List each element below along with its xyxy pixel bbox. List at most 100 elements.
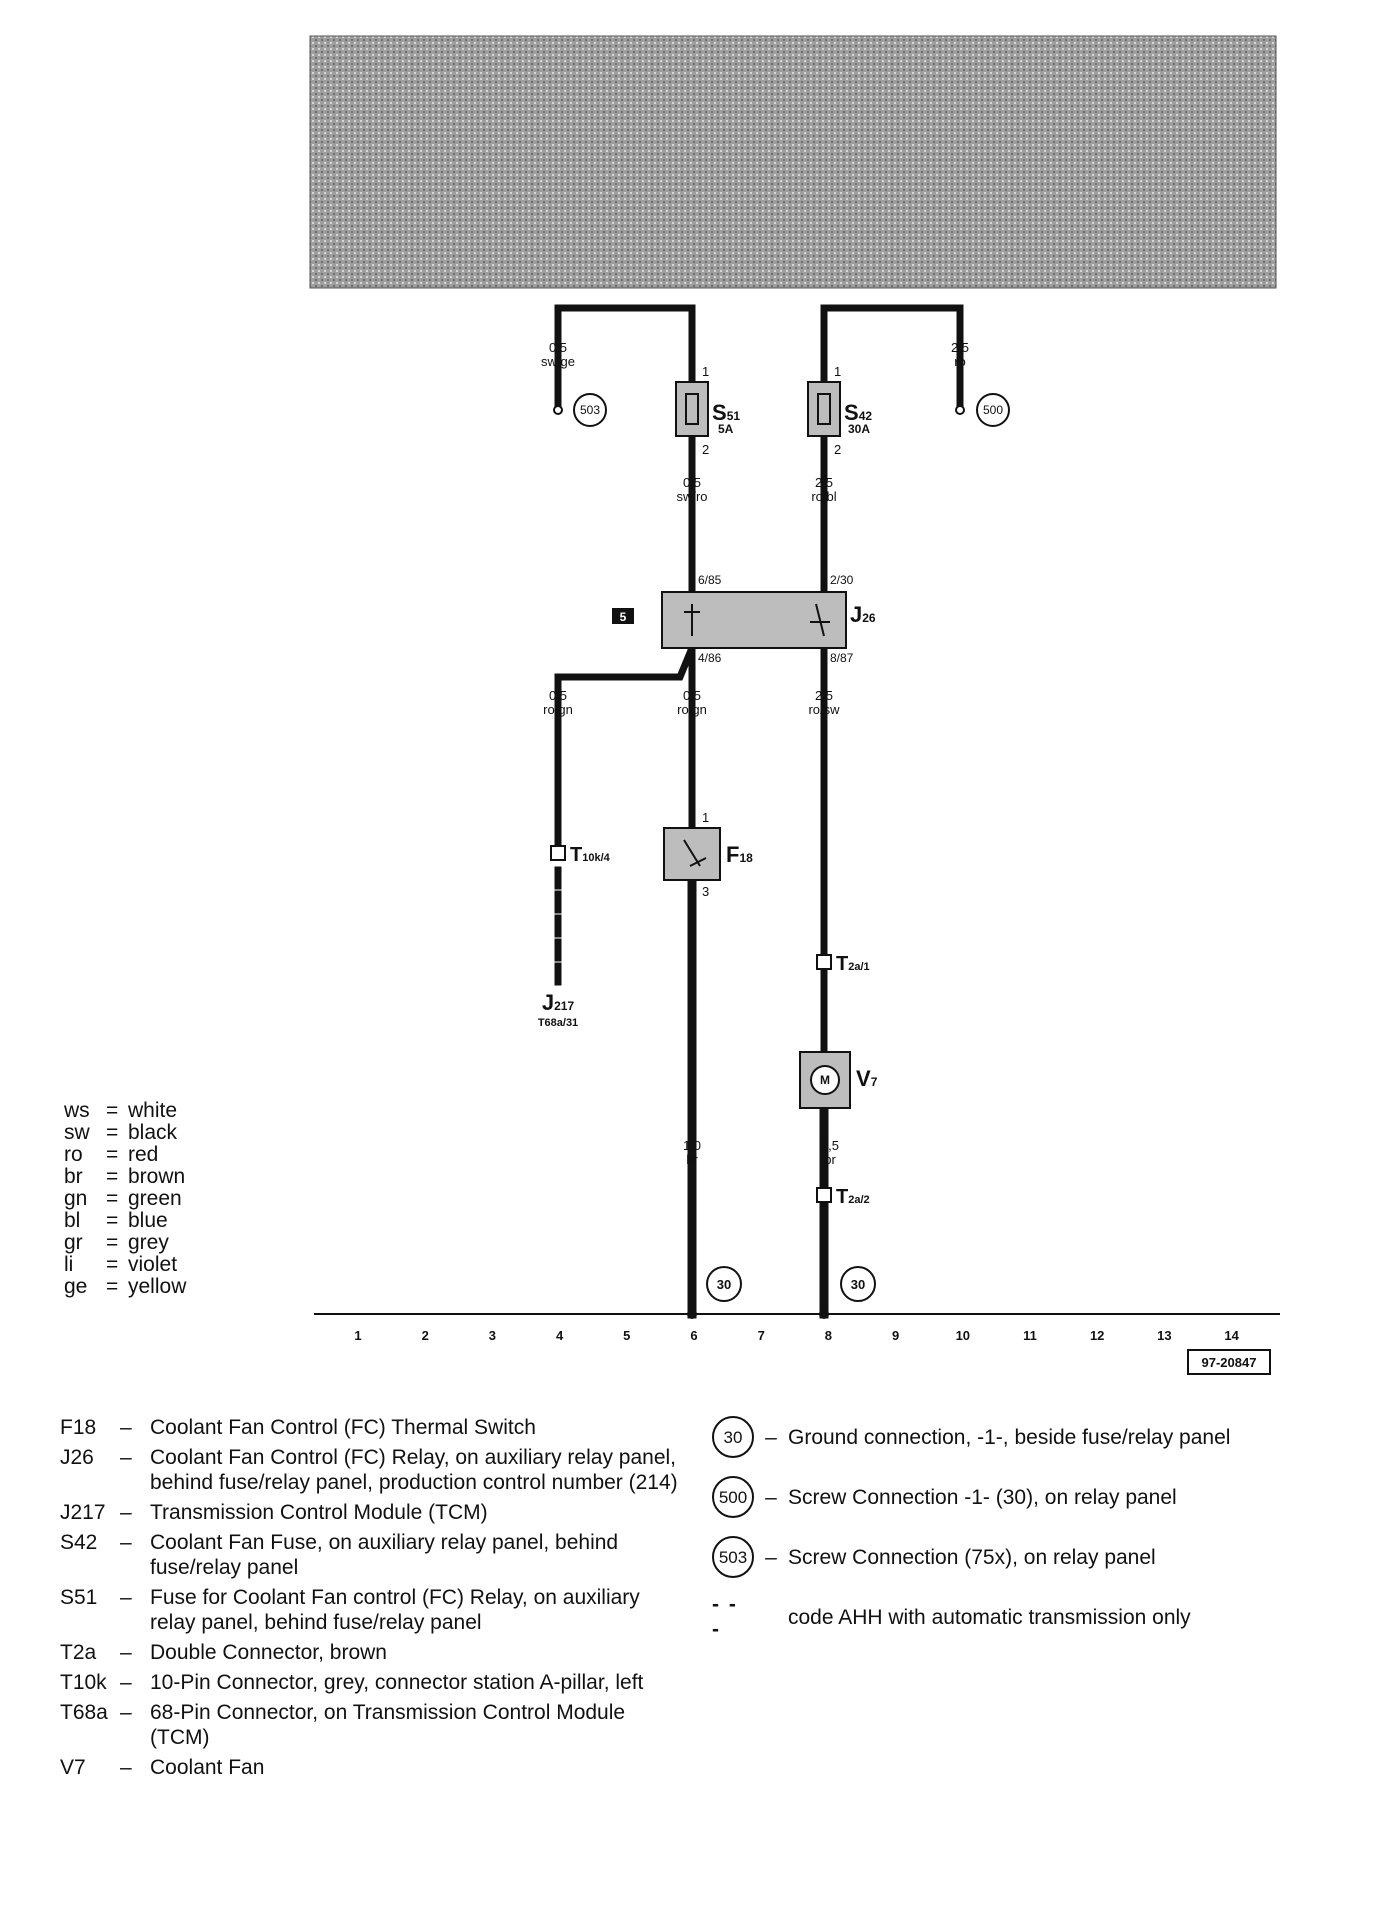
part-row: J217–Transmission Control Module (TCM) — [60, 1500, 680, 1525]
part-desc: 68-Pin Connector, on Transmission Contro… — [150, 1701, 626, 1749]
dashed-note-desc: code AHH with automatic transmission onl… — [788, 1605, 1191, 1629]
legend-dash: – — [120, 1501, 132, 1524]
part-desc: Double Connector, brown — [150, 1641, 387, 1664]
connection-503-badge — [573, 393, 607, 427]
ground-badge-left — [706, 1266, 742, 1302]
connection-badge: 30 — [712, 1416, 754, 1458]
w5-gauge: 0,5 — [549, 688, 567, 703]
symbol-desc: Screw Connection (75x), on relay panel — [788, 1545, 1156, 1569]
ground-node-right — [819, 1309, 829, 1319]
legend-dash: – — [765, 1485, 777, 1509]
equals-sign: = — [106, 1253, 119, 1276]
symbol-row: 500–Screw Connection -1- (30), on relay … — [712, 1472, 1352, 1522]
track-number: 14 — [1224, 1328, 1239, 1343]
reference-box — [1187, 1349, 1271, 1375]
part-desc: Coolant Fan Control (FC) Thermal Switch — [150, 1416, 536, 1439]
s51-rating: 5A — [718, 422, 734, 436]
legend-dash: – — [120, 1446, 132, 1469]
w6-gauge: 0,5 — [683, 688, 701, 703]
fuse-s51 — [675, 381, 709, 437]
relay-j26 — [661, 591, 847, 649]
color-code: bl — [64, 1209, 81, 1232]
legend-dash: – — [765, 1545, 777, 1569]
equals-sign: = — [106, 1275, 119, 1298]
s42-pin-bottom: 2 — [834, 442, 841, 457]
equals-sign: = — [106, 1099, 119, 1122]
legend-dash: – — [120, 1416, 132, 1439]
track-number: 2 — [422, 1328, 429, 1343]
w5-color: ro/gn — [543, 702, 573, 717]
part-row: F18–Coolant Fan Control (FC) Thermal Swi… — [60, 1415, 680, 1440]
connection-badge: 500 — [712, 1476, 754, 1518]
connection-badge: 503 — [712, 1536, 754, 1578]
coolant-fan-v7-motor — [810, 1065, 840, 1095]
relay-j26-contact — [810, 603, 830, 637]
t2a2-label: T2a/2 — [836, 1186, 870, 1208]
j217-label: J217 — [542, 990, 575, 1015]
terminal-500-end — [955, 405, 965, 415]
color-code-row: ge=yellow — [64, 1276, 186, 1298]
track-number: 9 — [892, 1328, 899, 1343]
s51-pin-bottom: 2 — [702, 442, 709, 457]
w9-gauge: 2,5 — [821, 1138, 839, 1153]
symbol-desc: Ground connection, -1-, beside fuse/rela… — [788, 1425, 1231, 1449]
s42-rating: 30A — [848, 422, 870, 436]
color-code-row: li=violet — [64, 1254, 186, 1276]
w2-color: ro — [954, 354, 966, 369]
t10k4-label: T10k/4 — [570, 844, 611, 866]
symbols-legend: 30–Ground connection, -1-, beside fuse/r… — [712, 1412, 1352, 1652]
connector-t2a2 — [816, 1187, 832, 1203]
connection-500-label: 500 — [983, 403, 1003, 417]
equals-sign: = — [106, 1231, 119, 1254]
fuse-s42-element — [817, 393, 831, 425]
j217-pin: T68a/31 — [538, 1017, 578, 1029]
w8-gauge: 1,0 — [683, 1138, 701, 1153]
w9-color: br — [824, 1152, 836, 1167]
color-name: yellow — [128, 1275, 187, 1298]
color-code: ro — [64, 1143, 83, 1166]
relay-j26-coil — [684, 604, 700, 636]
color-name: black — [128, 1121, 178, 1144]
part-code: S42 — [60, 1531, 98, 1554]
equals-sign: = — [106, 1121, 119, 1144]
track-number: 4 — [556, 1328, 564, 1343]
track-number: 13 — [1157, 1328, 1171, 1343]
thermal-switch-f18-symbol — [683, 839, 707, 867]
j26-label: J26 — [850, 602, 876, 627]
ground-node-left — [687, 1309, 697, 1319]
track-number: 7 — [758, 1328, 765, 1343]
legend-dash: – — [765, 1425, 777, 1449]
symbols-rows: 30–Ground connection, -1-, beside fuse/r… — [712, 1412, 1352, 1582]
w7-gauge: 2,5 — [815, 688, 833, 703]
color-name: grey — [128, 1231, 169, 1254]
legend-dash: – — [120, 1586, 132, 1609]
s42-label: S42 — [844, 400, 872, 425]
f18-pin-top: 1 — [702, 810, 709, 825]
part-code: T2a — [60, 1641, 97, 1664]
track-number: 11 — [1023, 1328, 1037, 1343]
w3-color: sw/ro — [676, 489, 707, 504]
fuse-relay-panel — [309, 35, 1277, 289]
color-code: ws — [64, 1099, 90, 1122]
f18-label: F18 — [726, 842, 753, 867]
equals-sign: = — [106, 1143, 119, 1166]
color-name: brown — [128, 1165, 186, 1188]
color-code: sw — [64, 1121, 90, 1144]
part-code: J217 — [60, 1501, 106, 1524]
connection-500-badge — [976, 393, 1010, 427]
dashed-line-symbol: - - - — [712, 1593, 738, 1641]
part-desc: Fuse for Coolant Fan control (FC) Relay,… — [150, 1586, 640, 1634]
part-code: J26 — [60, 1446, 94, 1469]
f18-pin-bottom: 3 — [702, 884, 709, 899]
color-code-row: ro=red — [64, 1144, 186, 1166]
color-name: green — [128, 1187, 182, 1210]
track-number: 6 — [690, 1328, 697, 1343]
color-name: white — [128, 1099, 178, 1122]
part-desc: Coolant Fan Control (FC) Relay, on auxil… — [150, 1446, 678, 1494]
coolant-fan-v7-symbol: M — [820, 1073, 830, 1087]
track-number: 1 — [354, 1328, 361, 1343]
track-number: 12 — [1090, 1328, 1104, 1343]
wiring-diagram: 0,5 sw/ge 2,5 ro 0,5 sw/ro 2,5 ro/bl 0,5… — [309, 35, 1280, 1375]
